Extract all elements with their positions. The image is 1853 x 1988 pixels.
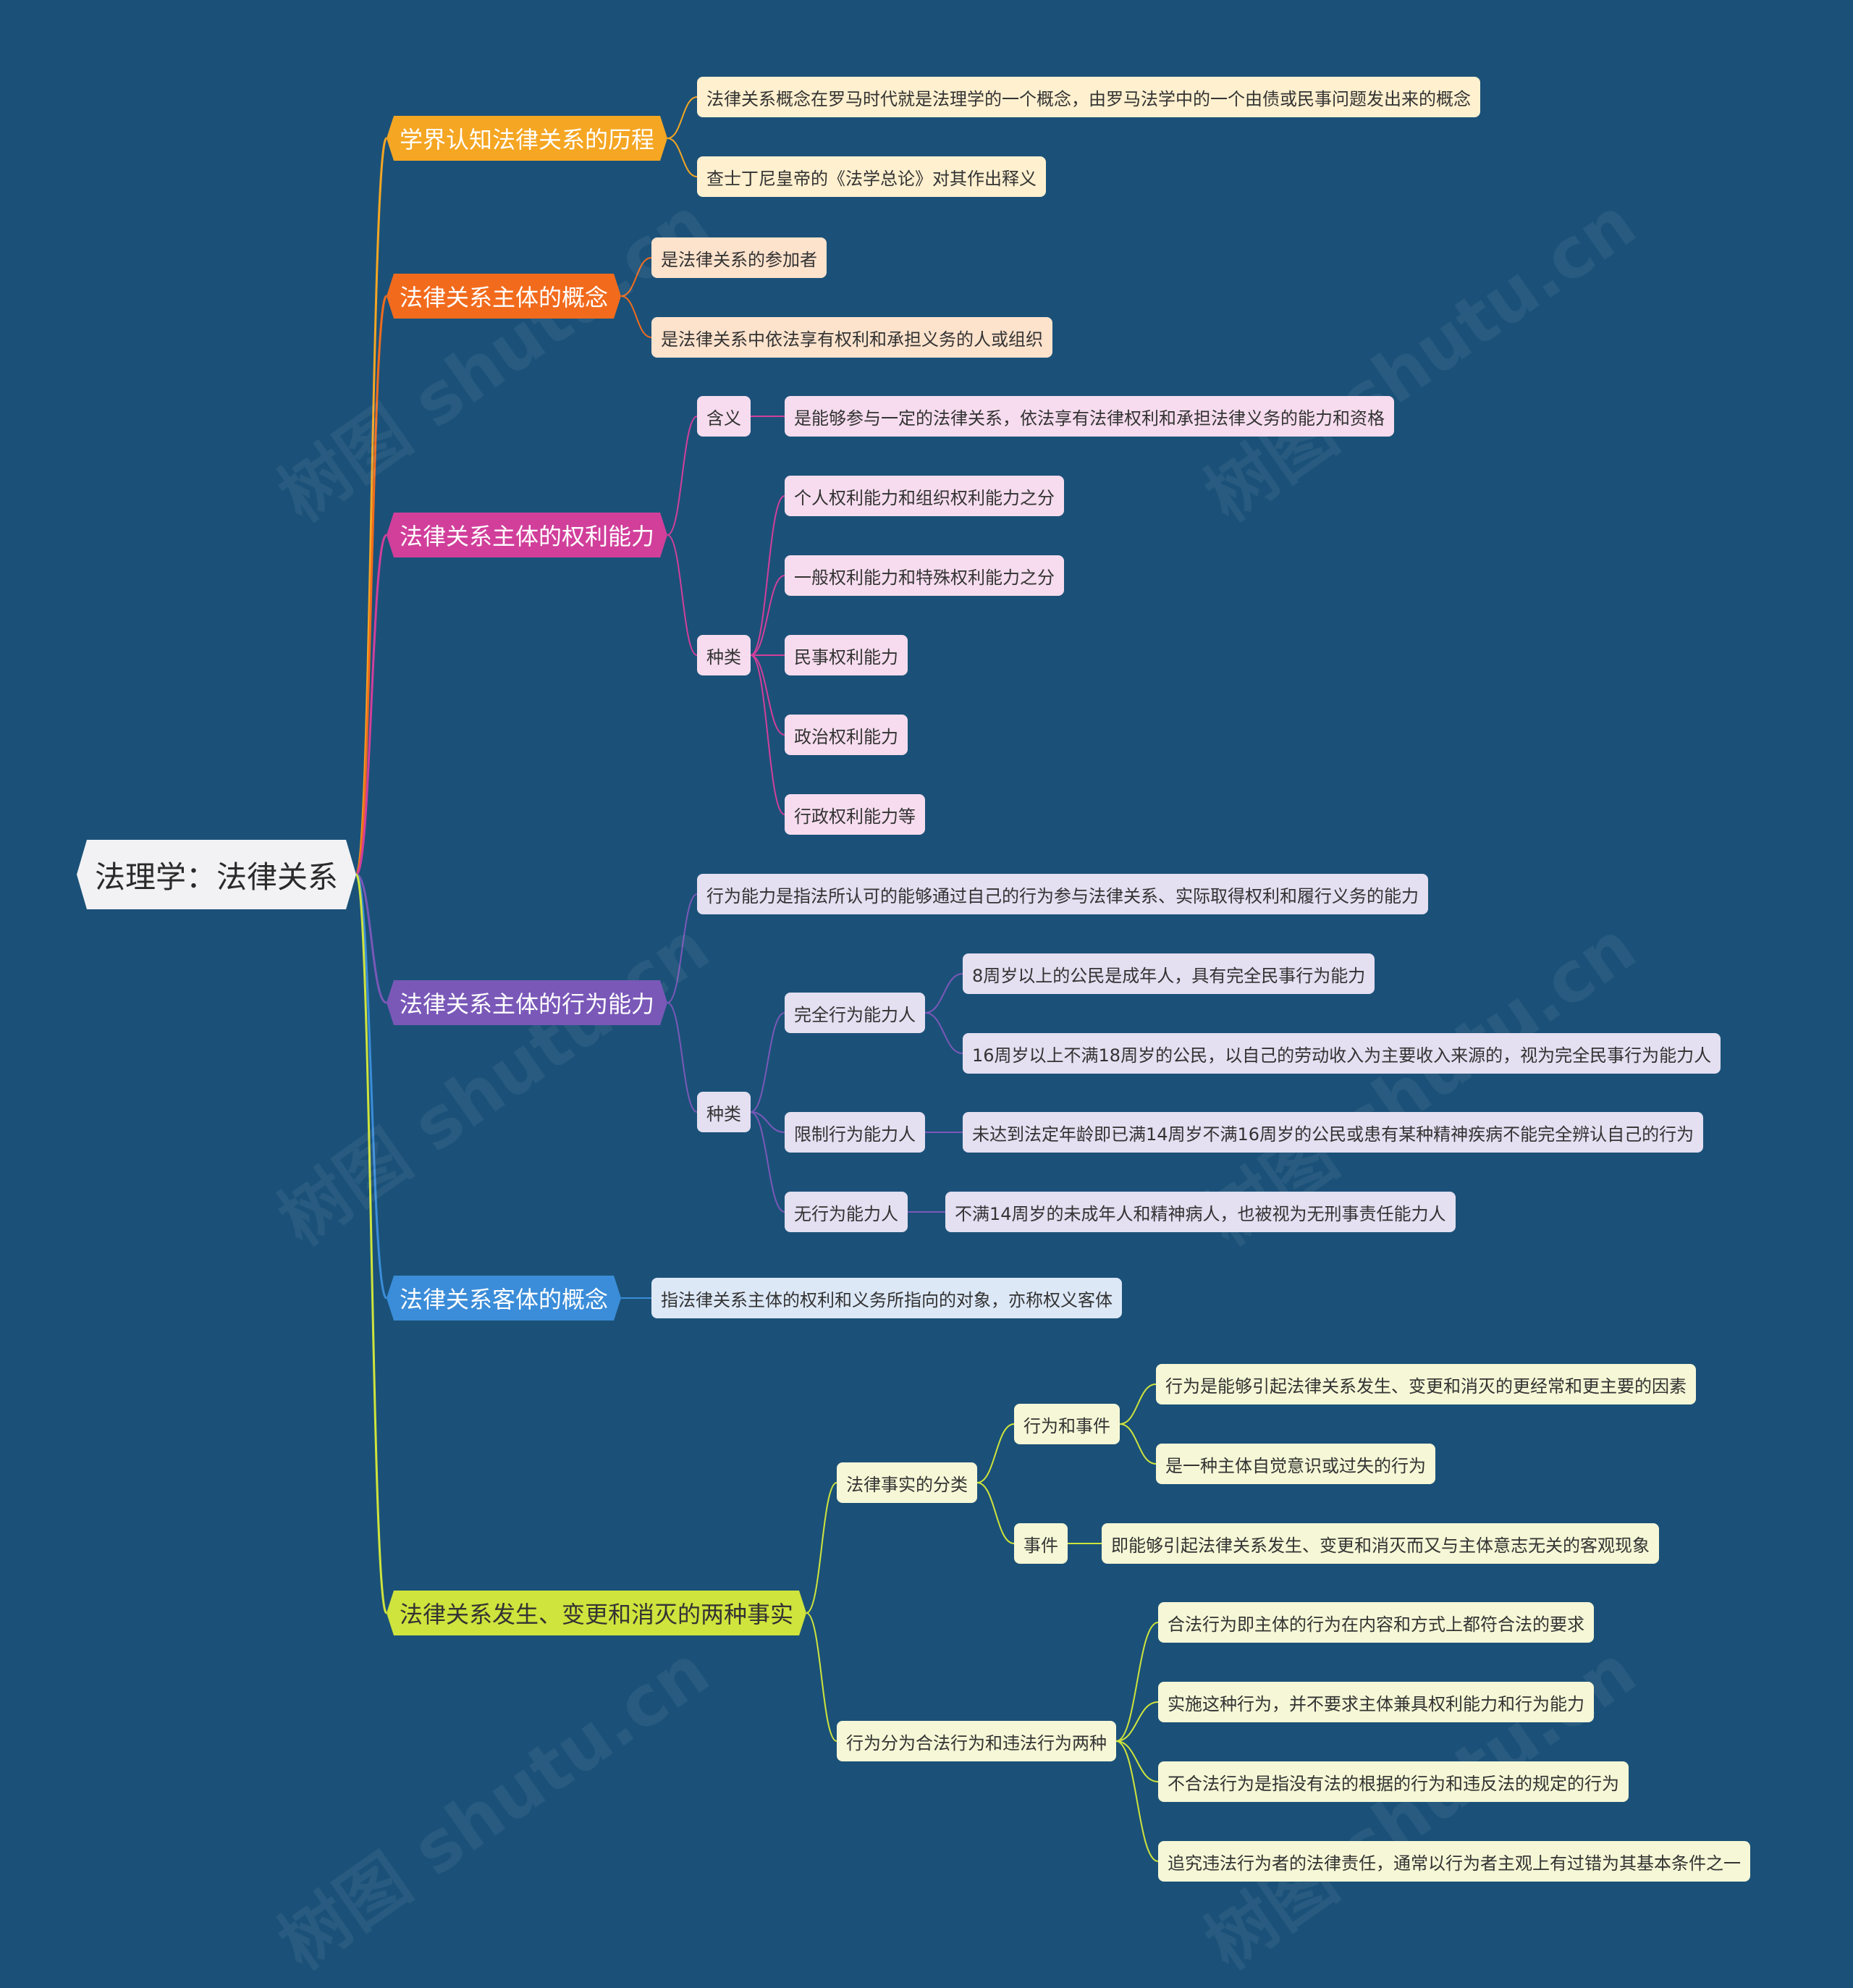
connector-line <box>355 534 388 876</box>
branch-act-capacity[interactable]: 法律关系主体的行为能力 <box>387 980 667 1025</box>
leaf-node[interactable]: 法律关系概念在罗马时代就是法理学的一个概念，由罗马法学中的一个由债或民事问题发出… <box>697 77 1480 117</box>
branch-object-concept[interactable]: 法律关系客体的概念 <box>387 1276 621 1321</box>
connector-line <box>667 534 698 656</box>
connector-line <box>355 873 388 1300</box>
sub-topic-types[interactable]: 种类 <box>697 1092 751 1132</box>
sub-topic-full-capacity[interactable]: 完全行为能力人 <box>785 993 925 1033</box>
connector-line <box>806 1612 837 1742</box>
leaf-node[interactable]: 8周岁以上的公民是成年人，具有完全民事行为能力 <box>963 953 1375 994</box>
connector-line <box>355 295 388 876</box>
connector-line <box>750 575 785 656</box>
connector-line <box>750 654 785 736</box>
sub-topic-types[interactable]: 种类 <box>697 635 751 675</box>
sub-topic-limited-capacity[interactable]: 限制行为能力人 <box>785 1112 925 1153</box>
connector-line <box>750 1111 785 1133</box>
connector-line <box>667 96 698 139</box>
sub-topic-no-capacity[interactable]: 无行为能力人 <box>785 1192 908 1232</box>
branch-rights-capacity[interactable]: 法律关系主体的权利能力 <box>387 513 667 557</box>
connector-line <box>750 654 785 815</box>
connector-line <box>667 1002 698 1113</box>
leaf-node[interactable]: 是一种主体自觉意识或过失的行为 <box>1156 1444 1435 1484</box>
branch-history[interactable]: 学界认知法律关系的历程 <box>387 116 667 161</box>
sub-topic-fact-classification[interactable]: 法律事实的分类 <box>837 1462 977 1503</box>
connector-line <box>1119 1383 1157 1425</box>
leaf-node[interactable]: 政治权利能力 <box>785 715 908 755</box>
leaf-node[interactable]: 不满14周岁的未成年人和精神病人，也被视为无刑事责任能力人 <box>945 1192 1456 1232</box>
sub-topic-act-types[interactable]: 行为分为合法行为和违法行为两种 <box>837 1721 1116 1761</box>
connector-line <box>750 495 785 656</box>
connector-line <box>355 137 388 876</box>
connector-line <box>750 1012 785 1113</box>
leaf-node[interactable]: 追究违法行为者的法律责任，通常以行为者主观上有过错为其基本条件之一 <box>1158 1841 1750 1882</box>
connector-line <box>1115 1622 1159 1742</box>
leaf-node[interactable]: 实施这种行为，并不要求主体兼具权利能力和行为能力 <box>1158 1682 1594 1722</box>
sub-topic-events[interactable]: 事件 <box>1014 1523 1068 1564</box>
leaf-node[interactable]: 查士丁尼皇帝的《法学总论》对其作出释义 <box>697 156 1046 197</box>
leaf-node[interactable]: 不合法行为是指没有法的根据的行为和违反法的规定的行为 <box>1158 1761 1629 1802</box>
connector-line <box>1115 1701 1159 1742</box>
leaf-node[interactable]: 是能够参与一定的法律关系，依法享有法律权利和承担法律义务的能力和资格 <box>785 396 1394 437</box>
connector-line <box>1115 1740 1159 1862</box>
leaf-node[interactable]: 是法律关系中依法享有权利和承担义务的人或组织 <box>651 317 1052 358</box>
leaf-node[interactable]: 未达到法定年龄即已满14周岁不满16周岁的公民或患有某种精神疾病不能完全辨认自己… <box>963 1112 1704 1153</box>
connector-line <box>806 1482 837 1614</box>
connector-line <box>355 873 387 1004</box>
leaf-node[interactable]: 个人权利能力和组织权利能力之分 <box>785 476 1064 516</box>
root-topic[interactable]: 法理学：法律关系 <box>77 840 356 909</box>
branch-subject-concept[interactable]: 法律关系主体的概念 <box>387 274 621 319</box>
connector-line <box>924 1012 963 1054</box>
branch-legal-facts[interactable]: 法律关系发生、变更和消灭的两种事实 <box>387 1591 806 1635</box>
leaf-node[interactable]: 一般权利能力和特殊权利能力之分 <box>785 555 1064 596</box>
connector-line <box>620 295 652 338</box>
connector-line <box>667 138 698 177</box>
connector-line <box>667 416 698 536</box>
connector-line <box>620 257 652 297</box>
connector-line <box>1115 1740 1159 1782</box>
leaf-node[interactable]: 即能够引起法律关系发生、变更和消灭而又与主体意志无关的客观现象 <box>1102 1523 1659 1564</box>
leaf-node[interactable]: 行为是能够引起法律关系发生、变更和消灭的更经常和更主要的因素 <box>1156 1364 1696 1404</box>
connector-line <box>667 893 698 1003</box>
connector-line <box>976 1423 1015 1483</box>
connector-line <box>976 1482 1015 1544</box>
leaf-node[interactable]: 行为能力是指法所认可的能够通过自己的行为参与法律关系、实际取得权利和履行义务的能… <box>697 874 1428 914</box>
connector-line <box>355 873 388 1614</box>
leaf-node[interactable]: 民事权利能力 <box>785 635 908 675</box>
connector-line <box>924 973 963 1014</box>
leaf-node[interactable]: 16周岁以上不满18周岁的公民，以自己的劳动收入为主要收入来源的，视为完全民事行… <box>963 1033 1721 1074</box>
leaf-node[interactable]: 行政权利能力等 <box>785 794 925 835</box>
leaf-node[interactable]: 是法律关系的参加者 <box>651 237 827 278</box>
leaf-node[interactable]: 指法律关系主体的权利和义务所指向的对象，亦称权义客体 <box>651 1278 1122 1318</box>
leaf-node[interactable]: 合法行为即主体的行为在内容和方式上都符合法的要求 <box>1158 1602 1594 1643</box>
connector-line <box>750 1111 785 1213</box>
connector-line <box>1119 1423 1157 1465</box>
sub-topic-acts-and-events[interactable]: 行为和事件 <box>1014 1404 1120 1444</box>
sub-topic-meaning[interactable]: 含义 <box>697 396 751 437</box>
